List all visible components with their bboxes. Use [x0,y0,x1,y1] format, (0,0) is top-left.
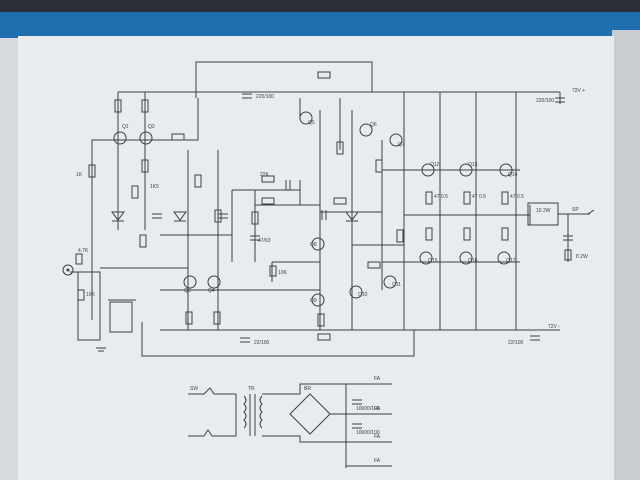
negative-rail-label: 72V - [548,324,560,330]
resistor-label: 10K [278,270,288,276]
transistor-label: Q9 [310,298,317,304]
transistor-symbols [113,111,513,307]
schematic-labels: 72V + 72V - SP Q1 Q2 Q3 Q4 Q5 Q6 Q7 Q8 Q… [76,88,588,464]
transistor-label: Q12 [430,162,440,168]
transistor-label: Q1 [122,124,129,130]
transistor-label: Q11 [392,282,401,288]
resistor-label: 1K [76,172,83,178]
transistor-label: Q6 [370,122,377,128]
fuse-label: FA [374,434,381,440]
paper-sheet [18,36,614,480]
capacitor-label: 220/100 [256,94,274,100]
resistor-label: 47 0.5 [472,194,486,200]
transformer-label: TR [248,386,255,392]
filter-cap-label: 10000/100 [356,430,380,436]
output-label: SP [572,207,579,213]
fuse-label: FA [374,406,381,412]
transistor-label: Q3 [184,288,191,294]
capacitor-label: 22/100 [508,340,524,346]
transistor-label: Q10 [358,292,368,298]
fuse-label: FA [374,458,381,464]
transistor-label: Q14 [508,172,518,178]
bridge-label: BR [304,386,311,392]
transistor-label: Q8 [310,242,317,248]
resistor-label: 1K5 [150,184,159,190]
resistor-label: 10 2W [536,208,551,214]
blue-band [0,12,640,38]
transistor-label: Q17 [506,258,516,264]
transistor-label: Q5 [308,120,315,126]
resistor-label: 10K [86,292,96,298]
resistor-symbols [75,71,572,341]
resistor-label: 8 2W [576,254,588,260]
filter-cap-label: 10000/100 [356,406,380,412]
fuse-label: FA [374,376,381,382]
capacitor-label: 22/100 [254,340,270,346]
capacitor-diode-symbols [62,93,573,352]
transistor-label: Q15 [428,258,438,264]
positive-rail-label: 72V + [572,88,585,94]
resistor-label: 47 0.5 [434,194,448,200]
top-dark-strip [0,0,640,14]
switch-label: SW [190,386,198,392]
capacitor-label: 47/63 [258,238,271,244]
transistor-label: Q16 [468,258,478,264]
transistor-label: Q13 [468,162,478,168]
amplifier-wiring [70,61,595,357]
right-margin [612,30,640,480]
capacitor-label: 220/100 [536,98,554,104]
left-margin [0,38,20,480]
transistor-label: Q2 [148,124,155,130]
transistor-label: Q7 [398,142,405,148]
resistor-label: 47 0.5 [510,194,524,200]
resistor-label: 4.7K [78,248,89,254]
power-supply-wiring [188,383,392,468]
transistor-label: Q4 [208,288,215,294]
resistor-label: 22K [260,172,270,178]
